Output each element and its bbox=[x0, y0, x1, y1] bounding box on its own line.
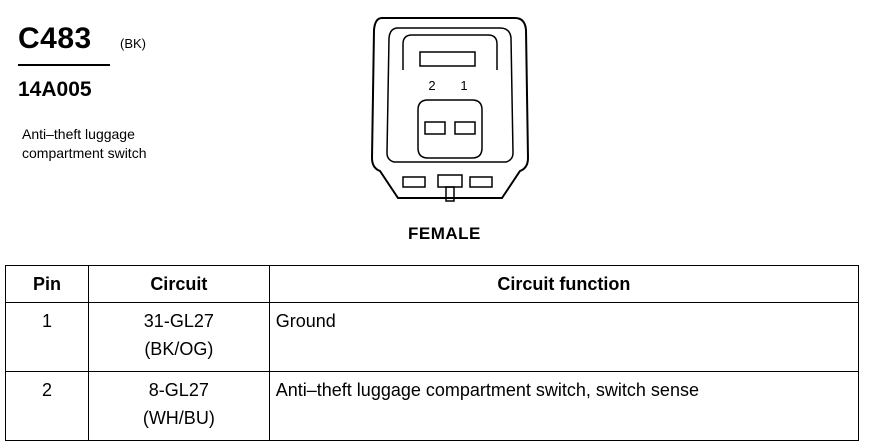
circuit-function-cell: Ground bbox=[268, 302, 860, 372]
latch-arch bbox=[402, 34, 498, 70]
pin-cell: 1 bbox=[5, 302, 89, 372]
circuit-number: 8-GL27 bbox=[148, 380, 209, 400]
connector-id: C483 bbox=[18, 22, 92, 55]
connector-face-diagram: 2 1 bbox=[370, 17, 530, 202]
wire-color: (BK/OG) bbox=[144, 339, 214, 359]
pin-cell: 2 bbox=[5, 371, 89, 441]
connector-description: Anti–theft luggage compartment switch bbox=[22, 125, 146, 163]
header-circuit-function: Circuit function bbox=[268, 265, 860, 303]
circuit-function-cell: Anti–theft luggage compartment switch, s… bbox=[268, 371, 860, 441]
table-header-row: Pin Circuit Circuit function bbox=[5, 265, 860, 303]
header-circuit: Circuit bbox=[87, 265, 270, 303]
bottom-key-center bbox=[437, 174, 463, 188]
bottom-key-right bbox=[469, 176, 493, 188]
table-row: 2 8-GL27 (WH/BU) Anti–theft luggage comp… bbox=[5, 371, 860, 441]
description-line-1: Anti–theft luggage bbox=[22, 126, 135, 142]
header-pin: Pin bbox=[5, 265, 89, 303]
connector-view-label: FEMALE bbox=[408, 224, 481, 243]
part-number: 14A005 bbox=[18, 78, 92, 101]
terminal-cavity-2 bbox=[424, 121, 446, 135]
pinout-table: Pin Circuit Circuit function 1 31-GL27 (… bbox=[5, 265, 860, 441]
bottom-key-left bbox=[402, 176, 426, 188]
circuit-number: 31-GL27 bbox=[143, 311, 214, 331]
top-slot bbox=[419, 51, 476, 67]
circuit-cell: 31-GL27 (BK/OG) bbox=[87, 302, 270, 372]
terminal-cavity-1 bbox=[454, 121, 476, 135]
connector-inner-outline bbox=[386, 27, 514, 163]
table-row: 1 31-GL27 (BK/OG) Ground bbox=[5, 302, 860, 372]
center-key-tab bbox=[445, 186, 455, 202]
connector-housing-outline bbox=[370, 17, 530, 199]
wire-color: (WH/BU) bbox=[142, 408, 215, 428]
pin-label-1: 1 bbox=[460, 78, 467, 93]
connector-color-code: (BK) bbox=[120, 36, 146, 51]
title-underline bbox=[18, 64, 110, 66]
circuit-cell: 8-GL27 (WH/BU) bbox=[87, 371, 270, 441]
terminal-cavity-body bbox=[417, 99, 483, 159]
pin-label-2: 2 bbox=[428, 78, 435, 93]
description-line-2: compartment switch bbox=[22, 145, 147, 161]
